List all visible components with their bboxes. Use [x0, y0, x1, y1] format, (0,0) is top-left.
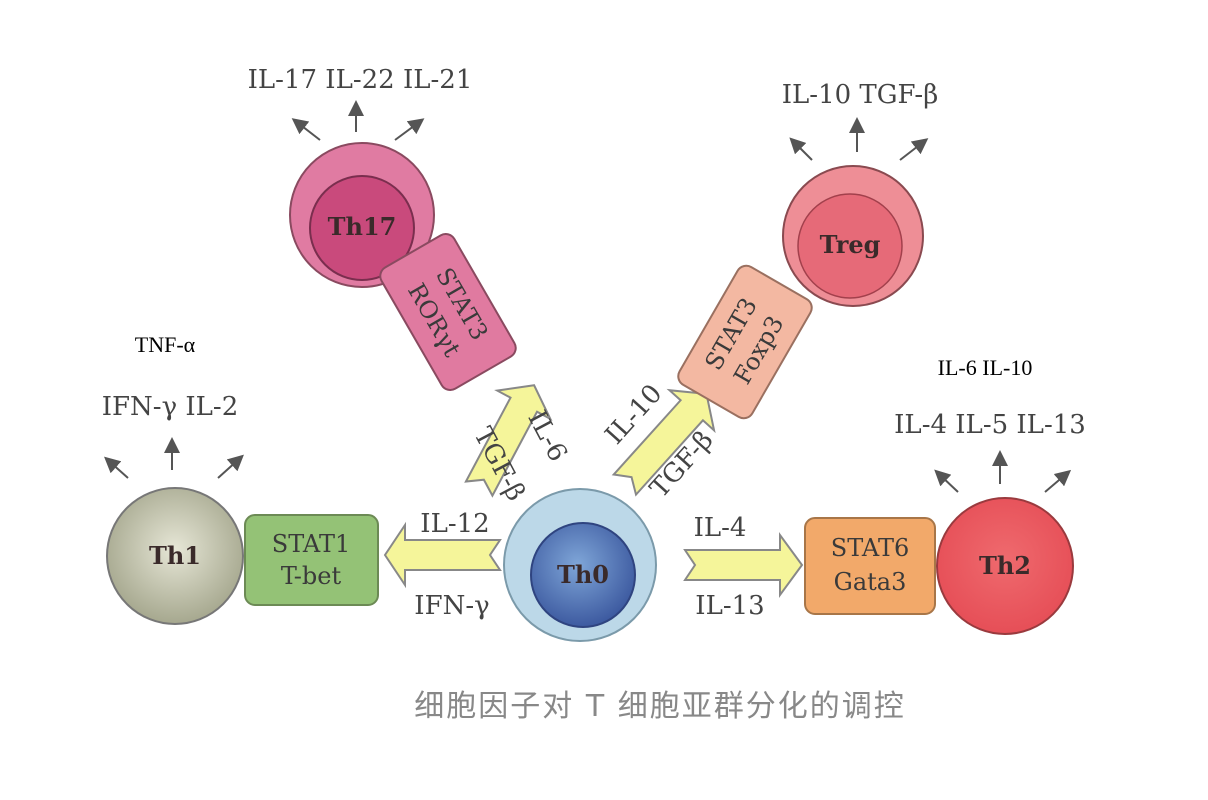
th0-label: Th0	[557, 560, 609, 589]
cell-th2: Th2	[936, 497, 1074, 635]
arrow-th0-to-th1	[383, 521, 502, 589]
box-stat3-rorgt: STAT3 RORγt	[379, 233, 517, 391]
tf-tbet: T-bet	[281, 562, 342, 590]
secreted-th2: IL-4 IL-5 IL-13	[894, 410, 1086, 440]
cell-treg: Treg	[782, 165, 924, 307]
secreted-th17: IL-17 IL-22 IL-21	[248, 65, 473, 95]
annotation-tnfa: TNF-α	[135, 332, 196, 357]
annotation-il6-il10: IL-6 IL-10	[938, 355, 1033, 380]
box-stat1-tbet: STAT1 T-bet	[244, 514, 379, 606]
inducer-il12: IL-12	[420, 509, 489, 539]
secreted-treg: IL-10 TGF-β	[782, 80, 938, 110]
secreted-th1: IFN-γ IL-2	[102, 392, 239, 422]
inducer-ifng: IFN-γ	[414, 591, 489, 621]
arrow-th0-to-th17	[464, 384, 553, 498]
arrow-th0-to-th2	[683, 531, 804, 599]
th1-label: Th1	[149, 541, 201, 570]
cell-th0: Th0	[503, 488, 657, 642]
inducer-il13: IL-13	[695, 591, 764, 621]
inducer-il4: IL-4	[694, 513, 747, 543]
tf-stat1: STAT1	[272, 530, 350, 558]
arrow-th0-to-treg	[611, 388, 716, 497]
tf-stat6: STAT6	[831, 534, 909, 562]
th17-label: Th17	[328, 212, 397, 241]
cell-th17: Th17	[289, 142, 435, 288]
treg-label: Treg	[820, 230, 881, 259]
th2-label: Th2	[979, 551, 1031, 580]
tf-gata3: Gata3	[834, 568, 907, 596]
inducer-il6: IL-6	[521, 406, 572, 467]
cell-th1: Th1	[106, 487, 244, 625]
figure-caption: 细胞因子对 T 细胞亚群分化的调控	[414, 689, 905, 724]
secretion-arrows	[104, 100, 1072, 493]
box-stat6-gata3: STAT6 Gata3	[804, 517, 936, 615]
